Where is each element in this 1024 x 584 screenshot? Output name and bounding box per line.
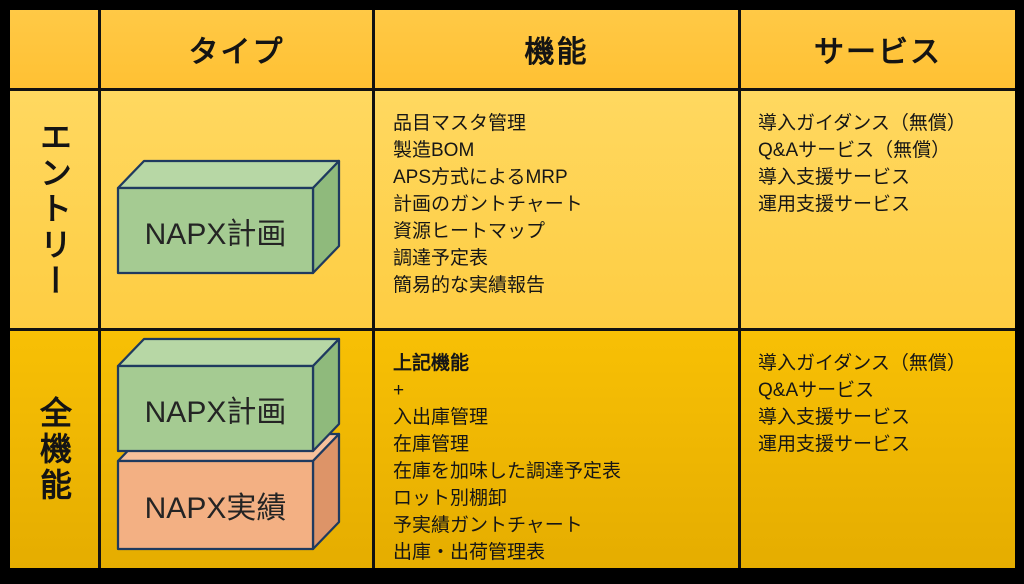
header-function-label: 機能: [524, 36, 589, 69]
list-line: Q&Aサービス: [758, 380, 875, 401]
list-line: 導入支援サービス: [758, 167, 911, 188]
list-line: 在庫管理: [393, 434, 470, 455]
list-line: +: [393, 380, 405, 401]
list-line: 導入ガイダンス（無償）: [758, 113, 966, 134]
napx-plan-box-label: NAPX計画: [144, 217, 287, 251]
list-line: 品目マスタ管理: [393, 113, 527, 134]
napx-plan-box-label: NAPX計画: [144, 395, 287, 429]
box-front-face: [116, 364, 315, 453]
service-list-full: 導入ガイダンス（無償） Q&Aサービス導入支援サービス運用支援サービス: [741, 331, 1015, 568]
napx-actual-box-label: NAPX実績: [144, 492, 287, 525]
list-line: 出庫・出荷管理表: [393, 542, 546, 563]
list-line: 入出庫管理: [393, 407, 489, 428]
header-function: 機能: [375, 10, 738, 88]
row-label-entry-text: エントリー: [36, 119, 72, 300]
box-front-face: [116, 459, 315, 551]
list-line: 上記機能: [393, 353, 470, 374]
list-line: 計画のガントチャート: [393, 194, 583, 215]
list-line: APS方式によるMRP: [393, 167, 568, 188]
napx-plan-box: [116, 337, 341, 453]
row-label-entry: エントリー: [10, 91, 98, 328]
napx-plan-box: [116, 159, 341, 275]
function-list-full: 上記機能 + 入出庫管理在庫管理在庫を加味した調達予定表ロット別棚卸予実績ガントチャ…: [375, 331, 738, 568]
header-service-label: サービス: [814, 36, 942, 69]
header-corner-cell: [10, 10, 98, 88]
list-line: 運用支援サービス: [758, 434, 911, 455]
box-top-face: [116, 337, 341, 368]
header-type: タイプ: [101, 10, 372, 88]
list-line: Q&Aサービス（無償）: [758, 140, 951, 161]
list-line: 簡易的な実績報告: [393, 275, 546, 296]
list-line: 導入支援サービス: [758, 407, 911, 428]
header-type-label: タイプ: [188, 36, 285, 69]
type-cell-full: NAPX計画 NAPX実績: [101, 331, 372, 568]
list-line: 運用支援サービス: [758, 194, 911, 215]
list-line: 予実績ガントチャート: [393, 515, 583, 536]
box-top-face: [116, 159, 341, 190]
list-line: ロット別棚卸: [393, 488, 508, 509]
list-line: 調達予定表: [393, 248, 489, 269]
type-cell-entry: NAPX計画: [101, 91, 372, 328]
header-service: サービス: [741, 10, 1015, 88]
list-line: 在庫を加味した調達予定表: [393, 461, 622, 482]
list-line: 製造BOM: [393, 140, 475, 161]
product-plan-table: タイプ 機能 サービス エントリー NAPX計画 品目マスタ管理製造BOM APS…: [10, 10, 1015, 568]
row-label-full: 全機能: [10, 331, 98, 568]
function-list-entry: 品目マスタ管理製造BOM APS方式によるMRP 計画のガントチャート資源ヒートマッ…: [375, 91, 738, 328]
service-list-entry: 導入ガイダンス（無償） Q&Aサービス（無償） 導入支援サービス運用支援サービス: [741, 91, 1015, 328]
list-line: 資源ヒートマップ: [393, 221, 546, 242]
list-line: 導入ガイダンス（無償）: [758, 353, 966, 374]
box-front-face: [116, 186, 315, 275]
row-label-full-text: 全機能: [36, 395, 72, 504]
